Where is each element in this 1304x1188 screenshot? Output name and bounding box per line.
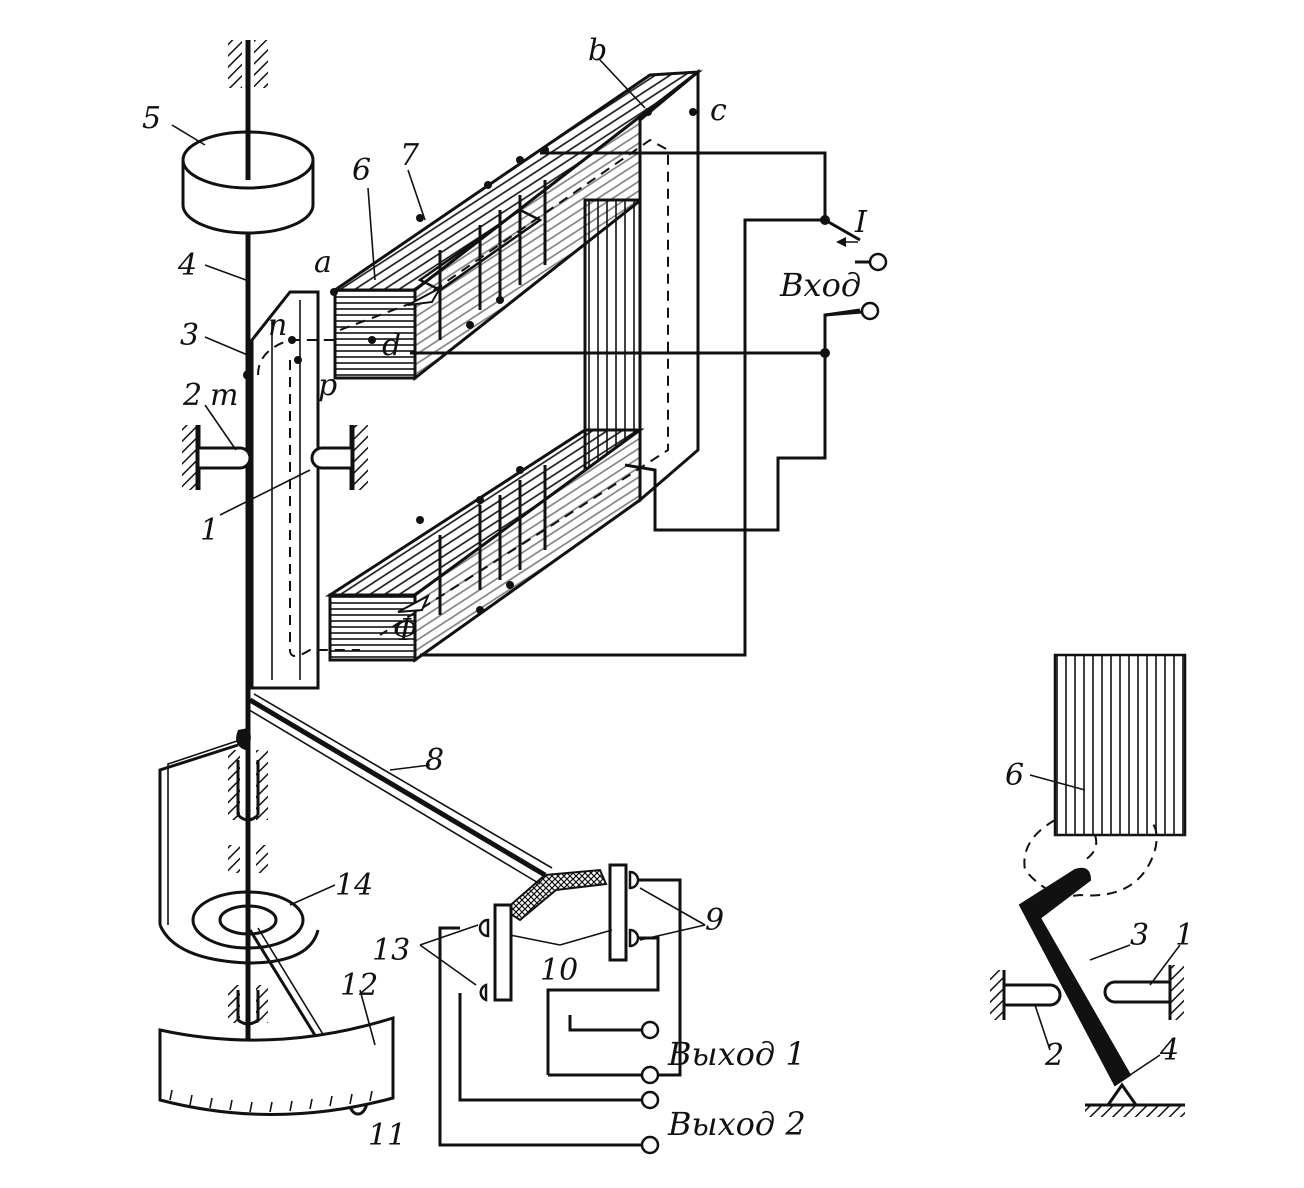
armature-lever-3: [250, 290, 360, 690]
input-terminal-1[interactable]: [868, 252, 888, 272]
stop-1-wall: [352, 425, 368, 490]
label-4: 4: [177, 248, 197, 283]
label-a: a: [314, 245, 332, 280]
output2-label: Выход 2: [667, 1105, 806, 1143]
inset-label-2: 2: [1044, 1038, 1064, 1073]
inset-coil-6: [1053, 653, 1187, 837]
label-d: d: [382, 328, 401, 363]
label-c: c: [710, 93, 727, 128]
core-upper-face: [333, 288, 417, 380]
label-current: I: [854, 205, 868, 240]
inset-label-6: 6: [1005, 758, 1024, 793]
label-3: 3: [180, 318, 199, 353]
top-bearing-left: [228, 40, 242, 88]
inset-label-1: 1: [1175, 918, 1194, 953]
label-12: 12: [340, 968, 378, 1003]
inset-lever-3: [1018, 867, 1132, 1087]
label-10: 10: [540, 953, 578, 988]
label-m: m: [210, 378, 238, 413]
scale-ticks: [169, 1089, 373, 1113]
core-lower-face: [328, 593, 417, 662]
contacts: [419, 863, 706, 1155]
input-terminal-2[interactable]: [860, 301, 880, 321]
output2-terminal-a[interactable]: [640, 1090, 660, 1110]
inset-diagram: 6 3 1 2 4: [990, 653, 1194, 1117]
label-6: 6: [352, 153, 371, 188]
label-7: 7: [400, 138, 420, 173]
label-8: 8: [425, 743, 444, 778]
flux-arrow-upper: [407, 285, 443, 306]
label-14: 14: [335, 868, 373, 903]
output1-terminal-a[interactable]: [640, 1020, 660, 1040]
inset-label-3: 3: [1130, 918, 1149, 953]
arm-8: [245, 693, 608, 922]
wiring: [243, 108, 888, 657]
spiral-spring-14: [191, 890, 305, 950]
scale-12: [158, 1015, 395, 1116]
input-label: Вход: [779, 266, 861, 304]
stop-2-wall: [182, 425, 198, 490]
label-flux: Φ: [393, 613, 418, 648]
label-1: 1: [200, 513, 219, 548]
label-n: n: [268, 308, 287, 343]
label-9: 9: [705, 903, 724, 938]
stops: [182, 425, 368, 490]
label-2: 2: [182, 378, 202, 413]
top-bearing-right: [254, 40, 268, 88]
lower-mechanism: [158, 728, 395, 1116]
flywheel-5: [181, 130, 315, 235]
label-5: 5: [142, 101, 161, 136]
flux-arrow-lower: [397, 593, 431, 613]
coil-lower: [416, 465, 547, 615]
label-11: 11: [368, 1118, 406, 1153]
output2-terminal-b[interactable]: [640, 1135, 660, 1155]
magnetic-core: [324, 68, 703, 663]
output1-label: Выход 1: [667, 1035, 806, 1073]
inset-label-4: 4: [1159, 1033, 1179, 1068]
labels: 5 4 3 2 m 1 6 7 a n d p b c I Вход Φ 8 1…: [142, 33, 868, 1153]
label-13: 13: [372, 933, 410, 968]
contact-plate-left: [493, 903, 513, 1002]
contact-plate-right: [608, 863, 628, 962]
label-b: b: [588, 33, 607, 68]
output1-terminal-b[interactable]: [640, 1065, 660, 1085]
label-p: p: [318, 368, 337, 403]
leader-lines: [171, 59, 646, 1046]
